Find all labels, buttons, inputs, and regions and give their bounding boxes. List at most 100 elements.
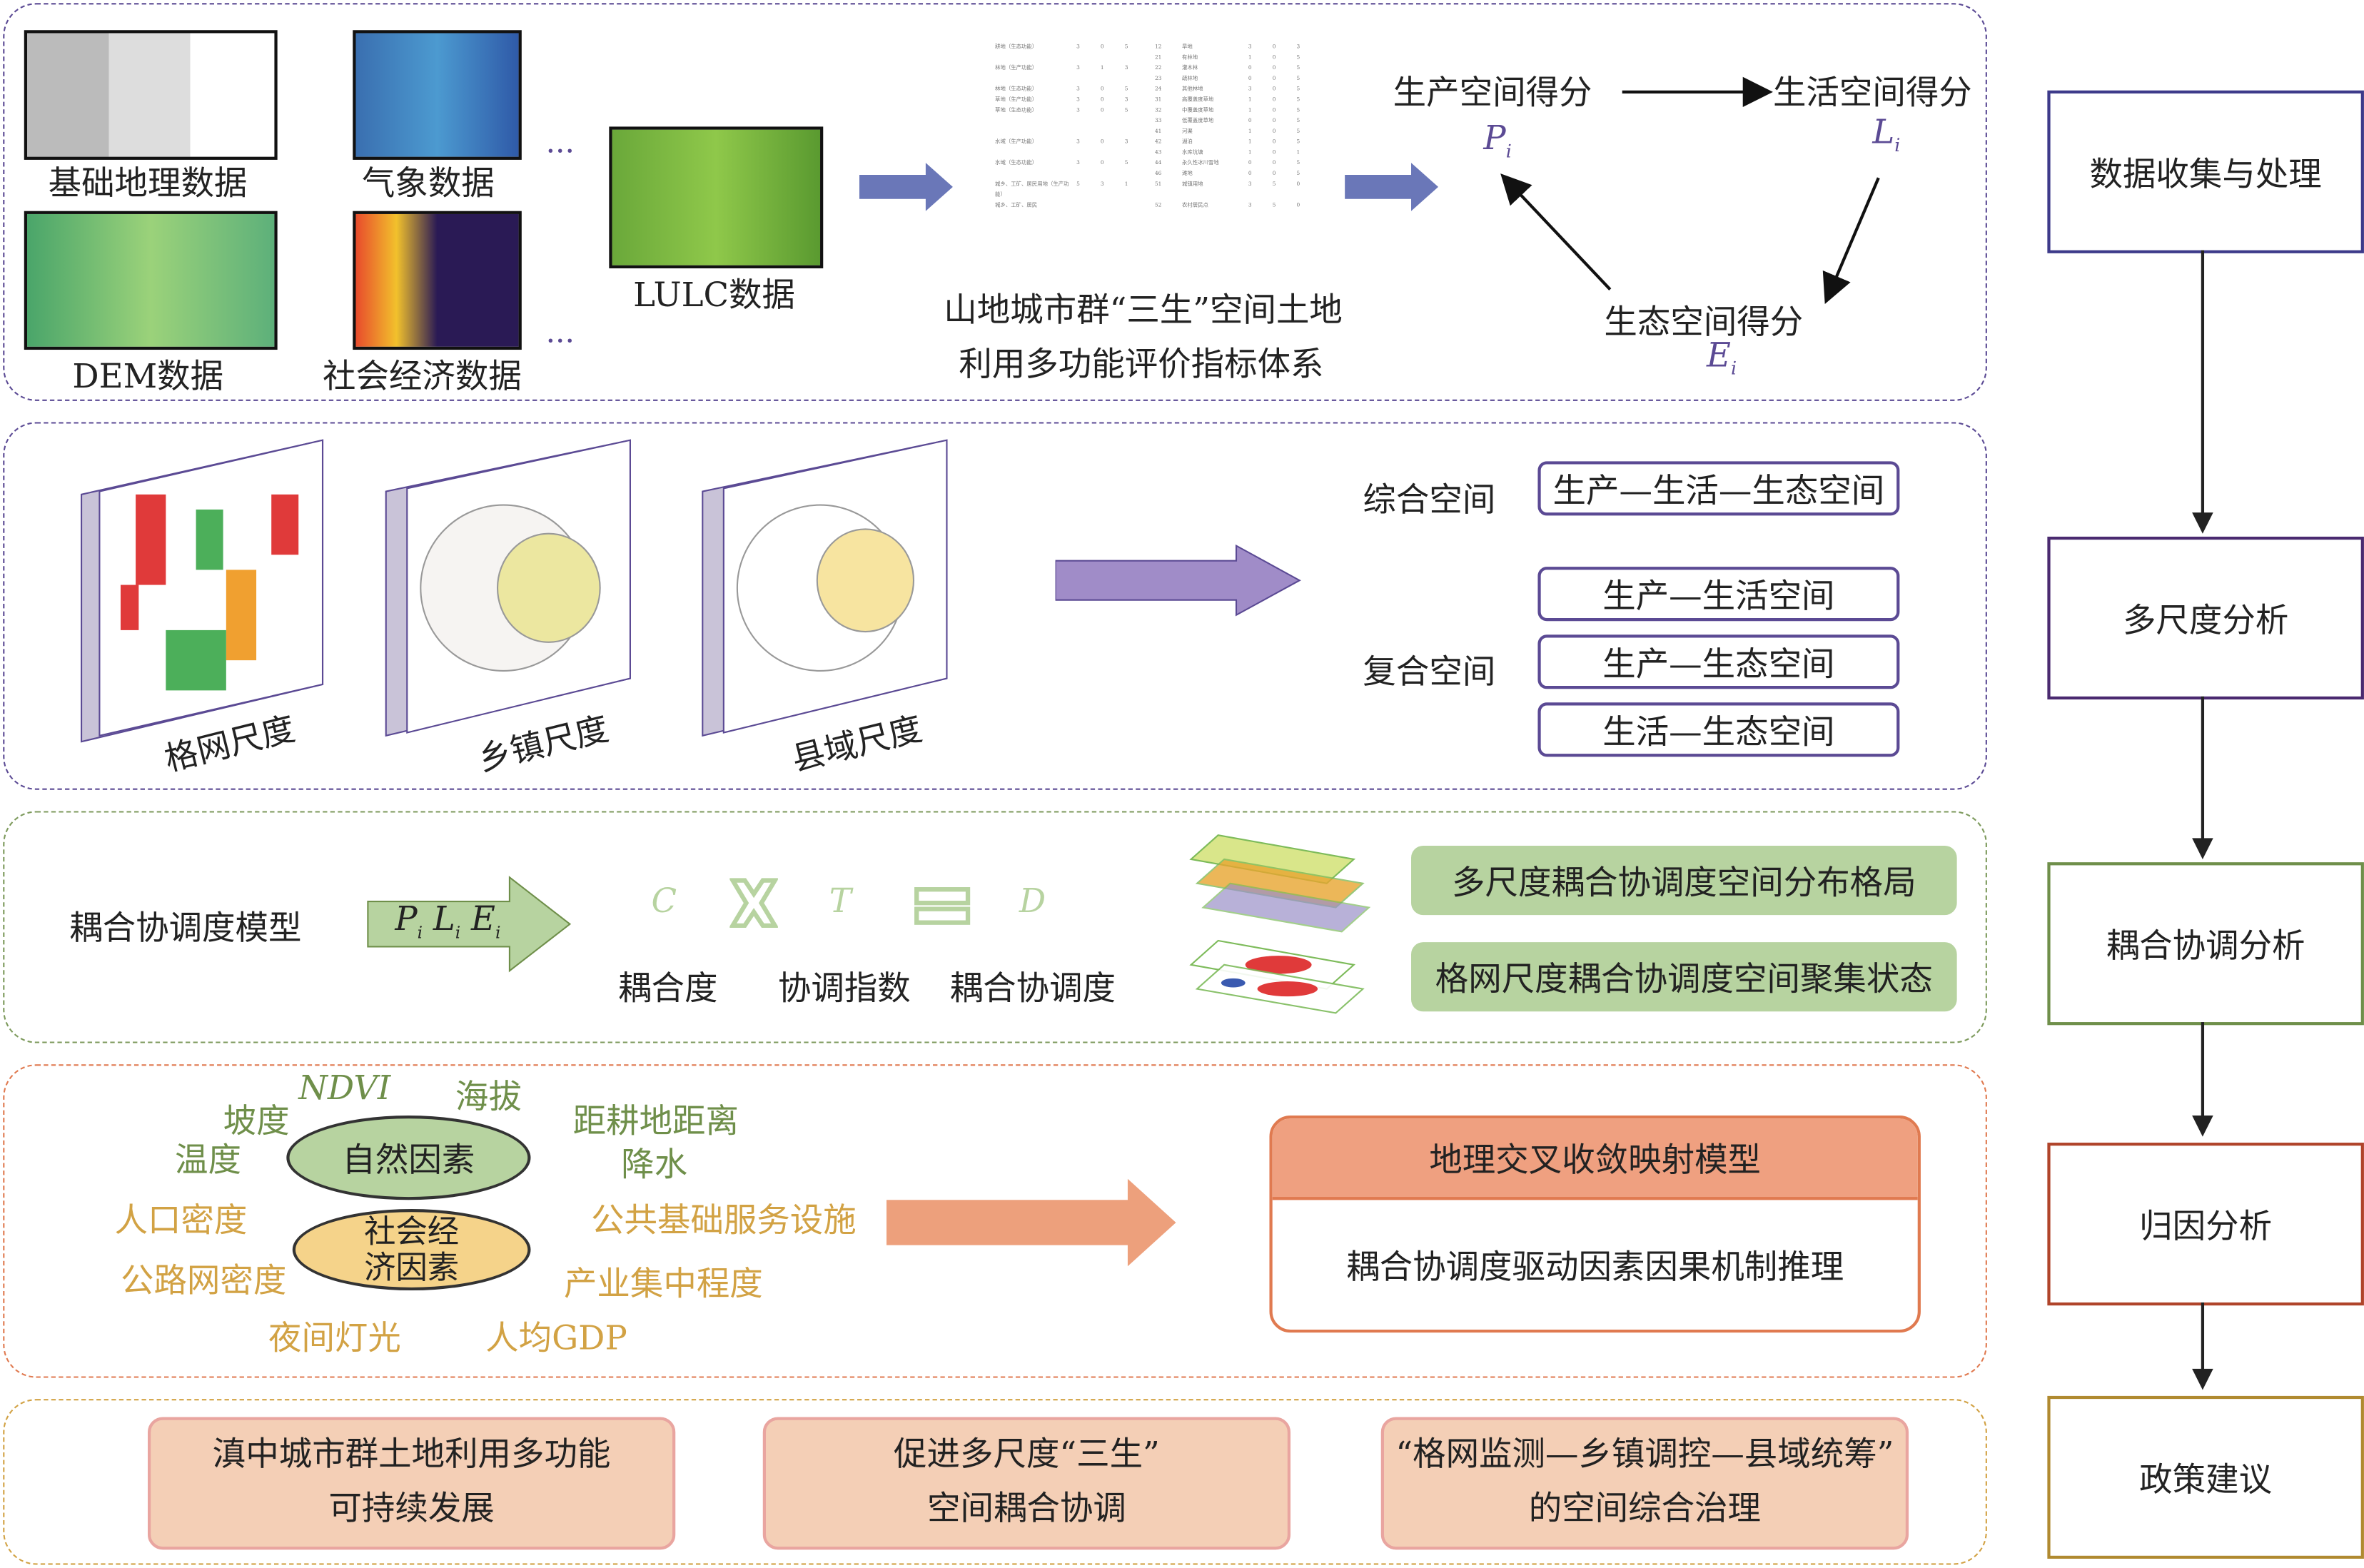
composite-item: 生活—生态空间	[1537, 702, 1900, 757]
table-cell: 农村居民点	[1181, 202, 1208, 208]
socio-label: 社会经济数据	[323, 358, 522, 397]
table-cell	[1076, 74, 1094, 84]
table-cell: 灌木林	[1181, 64, 1198, 71]
table-cell: 5	[1296, 106, 1300, 113]
table-cell	[1076, 148, 1094, 158]
flow-connector	[2201, 696, 2205, 841]
county-scale-map	[702, 439, 948, 737]
table-cell: 1	[1248, 54, 1252, 61]
coupling-label: 耦合度	[618, 971, 718, 1009]
table-cell: 3	[1076, 86, 1080, 92]
table-cell	[995, 148, 1071, 158]
table-cell: 城镇用地	[1181, 181, 1203, 187]
table-cell: 5	[1124, 44, 1128, 50]
arrow-right-icon	[367, 876, 572, 973]
table-cell: 41	[1154, 128, 1162, 134]
cycle-arrows	[1500, 76, 1880, 304]
table-cell	[1125, 148, 1149, 158]
lulc-maps	[609, 126, 824, 268]
table-cell: 44	[1154, 159, 1162, 166]
table-cell: 0	[1296, 181, 1300, 187]
symbol-c: C	[651, 883, 677, 921]
table-cell	[1101, 74, 1118, 84]
policy-box-3: “格网监测—乡镇调控—县域统筹”的空间综合治理	[1380, 1417, 1909, 1550]
socio-maps	[353, 211, 522, 350]
symbol-p: P	[395, 901, 418, 939]
symbol-l: L	[433, 901, 455, 939]
equals-icon	[914, 887, 971, 925]
section-data-collection	[3, 3, 1987, 401]
table-cell: 1	[1248, 128, 1252, 134]
ecology-score: 生态空间得分	[1604, 304, 1804, 343]
ecology-symbol: Ei	[1707, 338, 1737, 379]
table-cell: 31	[1154, 96, 1162, 103]
table-cell: 林地（生产功能）	[995, 64, 1038, 71]
table-cell: 0	[1100, 159, 1104, 166]
table-cell: 0	[1100, 138, 1104, 145]
table-cell	[1125, 201, 1149, 211]
table-cell	[1101, 148, 1118, 158]
table-cell	[1125, 126, 1149, 137]
table-cell: 5	[1272, 202, 1276, 208]
arrow-down-icon	[2192, 1368, 2213, 1390]
stacked-maps	[1189, 834, 1371, 1014]
lulc-label: LULC数据	[633, 277, 795, 315]
table-cell: 21	[1154, 54, 1162, 61]
dem-maps	[24, 211, 278, 350]
table-cell: 水库坑塘	[1181, 149, 1203, 156]
section-multiscale	[3, 422, 1987, 790]
policy-line: 促进多尺度“三生”	[894, 1436, 1160, 1475]
table-cell: 0	[1100, 96, 1104, 103]
arrow-right-icon	[1345, 163, 1439, 211]
table-cell: 5	[1296, 138, 1300, 145]
table-cell: 0	[1248, 170, 1252, 177]
subscript: i	[417, 923, 423, 943]
table-cell: 0	[1100, 86, 1104, 92]
table-cell: 0	[1272, 75, 1276, 82]
policy-line: 可持续发展	[328, 1490, 495, 1529]
integrated-space-label: 综合空间	[1363, 482, 1496, 520]
table-cell: 0	[1100, 44, 1104, 50]
subscript: i	[1505, 141, 1512, 162]
factor-temperature: 温度	[175, 1143, 241, 1180]
table-cell: 5	[1076, 181, 1080, 187]
table-cell: 0	[1272, 159, 1276, 166]
table-cell: 3	[1100, 181, 1104, 187]
factor-gdp: 人均GDP	[485, 1320, 627, 1359]
table-cell: 5	[1296, 128, 1300, 134]
table-cell: 0	[1272, 86, 1276, 92]
table-cell	[1076, 116, 1094, 127]
table-cell: 1	[1248, 106, 1252, 113]
table-cell: 0	[1272, 128, 1276, 134]
model-title: 地理交叉收敛映射模型	[1272, 1118, 1918, 1200]
production-symbol: Pi	[1483, 121, 1511, 162]
table-cell: 22	[1154, 64, 1162, 71]
table-cell: 5	[1124, 106, 1128, 113]
table-cell: 0	[1272, 44, 1276, 50]
table-cell: 1	[1296, 149, 1300, 156]
policy-line: 滇中城市群土地利用多功能	[212, 1436, 611, 1475]
table-cell: 0	[1272, 64, 1276, 71]
table-cell: 5	[1296, 159, 1300, 166]
table-cell: 24	[1154, 86, 1162, 92]
table-cell: 0	[1272, 149, 1276, 156]
composite-item: 生产—生态空间	[1537, 634, 1900, 689]
ellipsis-2: ...	[545, 313, 575, 350]
dem-label: DEM数据	[72, 358, 224, 397]
table-cell: 低覆盖度草地	[1181, 117, 1214, 124]
factor-public-service: 公共基础服务设施	[590, 1203, 857, 1241]
table-cell: 42	[1154, 138, 1162, 145]
table-cell	[995, 169, 1071, 180]
factor-precipitation: 降水	[621, 1147, 688, 1185]
table-cell: 0	[1272, 106, 1276, 113]
table-cell: 43	[1154, 149, 1162, 156]
arrow-right-icon	[886, 1178, 1176, 1267]
table-cell	[1101, 169, 1118, 180]
table-cell: 3	[1124, 64, 1128, 71]
table-cell: 3	[1076, 96, 1080, 103]
